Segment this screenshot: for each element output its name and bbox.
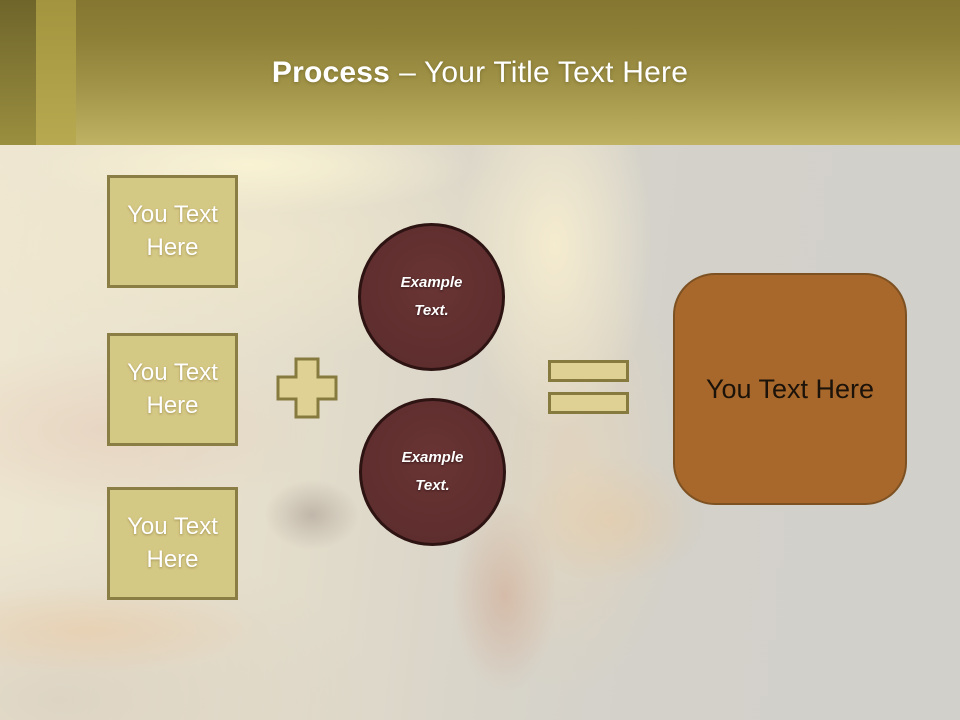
equals-icon-bottom-bar xyxy=(548,392,629,414)
process-input-label: You Text Here xyxy=(127,359,218,419)
process-input-label: You Text Here xyxy=(127,513,218,573)
title-keyword: Process xyxy=(271,55,391,89)
process-input-box-3: You Text Here xyxy=(107,487,238,600)
result-box: You Text Here xyxy=(673,273,907,505)
header-band: Process – Your Title Text Here xyxy=(0,0,960,145)
plus-icon xyxy=(276,357,338,419)
process-input-label: You Text Here xyxy=(127,201,218,261)
process-input-box-2: You Text Here xyxy=(107,333,238,446)
example-circle-label: Example Text. xyxy=(401,448,464,495)
plus-icon-shape xyxy=(276,357,338,419)
example-circle-1: Example Text. xyxy=(358,223,505,371)
result-box-label: You Text Here xyxy=(705,373,875,404)
process-input-box-1: You Text Here xyxy=(107,175,238,288)
header-stripe-dark xyxy=(0,0,36,145)
title-subtext: – Your Title Text Here xyxy=(399,55,689,89)
header-stripe-gold xyxy=(36,0,76,145)
equals-icon-top-bar xyxy=(548,360,629,382)
page-title: Process – Your Title Text Here xyxy=(0,0,960,145)
example-circle-label: Example Text. xyxy=(400,273,463,320)
example-circle-2: Example Text. xyxy=(359,398,506,546)
